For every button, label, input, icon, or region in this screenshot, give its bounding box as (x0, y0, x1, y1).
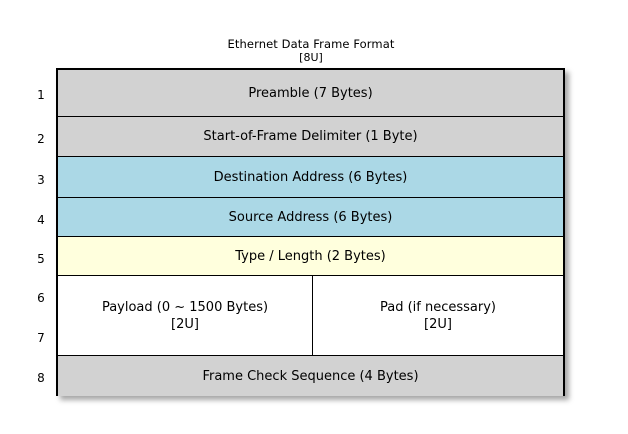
frame-field-payload-label: Payload (0 ~ 1500 Bytes) (101, 299, 269, 315)
frame-field-payload: Payload (0 ~ 1500 Bytes) [2U] (58, 276, 313, 355)
frame-field-destination-address: Destination Address (6 Bytes) (58, 157, 563, 198)
row-number-7: 7 (37, 331, 45, 345)
frame-field-frame-check-sequence-label: Frame Check Sequence (4 Bytes) (202, 368, 419, 384)
row-number-4: 4 (37, 213, 45, 227)
row-number-1: 1 (37, 88, 45, 102)
page-title: Ethernet Data Frame Format (227, 37, 395, 51)
frame-field-pad-subscript: [2U] (424, 316, 452, 332)
row-number-8: 8 (37, 371, 45, 385)
frame-field-type-length: Type / Length (2 Bytes) (58, 237, 563, 276)
row-number-gutter: 1 2 3 4 5 6 7 8 (30, 68, 52, 396)
frame-field-payload-subscript: [2U] (171, 316, 199, 332)
frame-field-preamble-label: Preamble (7 Bytes) (248, 85, 373, 101)
row-number-6: 6 (37, 291, 45, 305)
frame-field-payload-pad-row: Payload (0 ~ 1500 Bytes) [2U] Pad (if ne… (58, 276, 563, 356)
frame-field-frame-check-sequence: Frame Check Sequence (4 Bytes) (58, 356, 563, 396)
frame-field-destination-address-label: Destination Address (6 Bytes) (213, 169, 408, 185)
row-number-3: 3 (37, 173, 45, 187)
page-title-subscript: [8U] (299, 51, 323, 64)
frame-field-source-address-label: Source Address (6 Bytes) (228, 209, 393, 225)
diagram-title-block: Ethernet Data Frame Format [8U] (56, 37, 566, 65)
frame-field-start-of-frame-delimiter-label: Start-of-Frame Delimiter (1 Byte) (203, 129, 418, 144)
frame-field-source-address: Source Address (6 Bytes) (58, 198, 563, 237)
frame-field-start-of-frame-delimiter: Start-of-Frame Delimiter (1 Byte) (58, 117, 563, 157)
row-number-2: 2 (37, 132, 45, 146)
frame-field-type-length-label: Type / Length (2 Bytes) (235, 248, 386, 264)
ethernet-frame-diagram: Preamble (7 Bytes) Start-of-Frame Delimi… (56, 68, 565, 396)
frame-field-preamble: Preamble (7 Bytes) (58, 70, 563, 117)
frame-field-pad-label: Pad (if necessary) (379, 299, 496, 315)
row-number-5: 5 (37, 252, 45, 266)
frame-field-pad: Pad (if necessary) [2U] (313, 276, 563, 355)
